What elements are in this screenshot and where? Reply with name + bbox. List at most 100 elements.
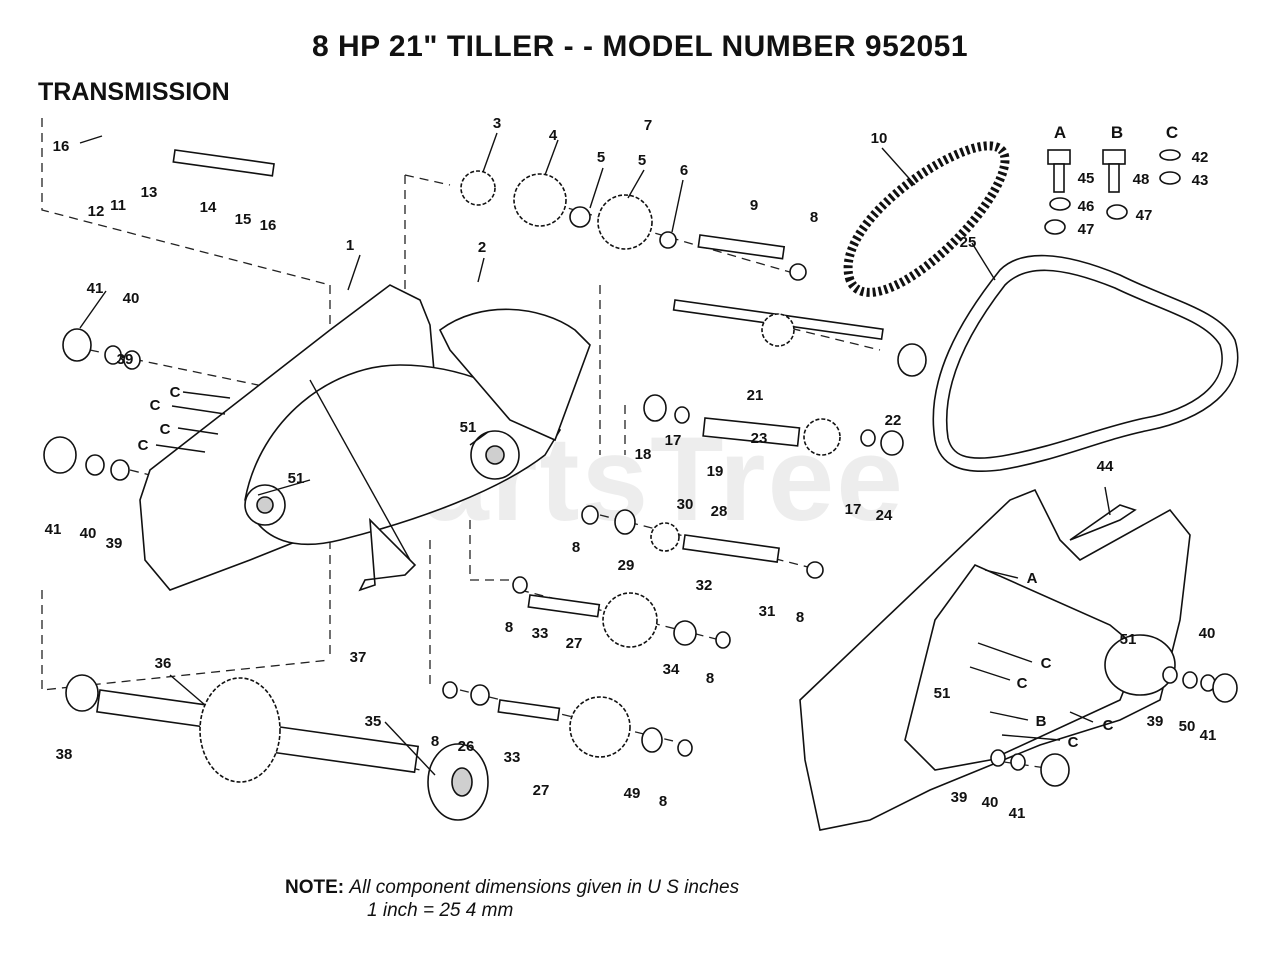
part-callout-41: 41 [1200,727,1217,744]
part-callout-40: 40 [1199,625,1216,642]
part-callout-40: 40 [80,525,97,542]
part-callout-21: 21 [747,387,764,404]
part-callout-16: 16 [260,217,277,234]
part-callout-47: 47 [1078,221,1095,238]
part-callout-14: 14 [200,199,217,216]
part-callout-12: 12 [88,203,105,220]
part-callout-47: 47 [1136,207,1153,224]
arrow-letter-c: C [170,384,181,401]
part-callout-4: 4 [549,127,558,144]
arrow-letter-c: C [1068,734,1079,751]
part-callout-51: 51 [1120,631,1137,648]
part-callout-40: 40 [982,794,999,811]
part-callout-8: 8 [706,670,714,687]
arrow-letter-a: A [1027,570,1038,587]
part-callout-8: 8 [659,793,667,810]
part-callout-40: 40 [123,290,140,307]
hardware-column-a: A [1054,123,1066,142]
part-callout-8: 8 [505,619,513,636]
part-callout-19: 19 [707,463,724,480]
part-callout-13: 13 [141,184,158,201]
part-callout-25: 25 [960,234,977,251]
left-housing [139,284,591,592]
part-callout-33: 33 [504,749,521,766]
part-callout-30: 30 [677,496,694,513]
arrow-letter-b: B [1036,713,1047,730]
part-callout-29: 29 [618,557,635,574]
arrow-letter-c: C [1103,717,1114,734]
part-callout-2: 2 [478,239,486,256]
part-callout-51: 51 [934,685,951,702]
chain-10 [843,141,1010,297]
part-callout-36: 36 [155,655,172,672]
part-callout-23: 23 [751,430,768,447]
part-callout-8: 8 [431,733,439,750]
section-heading: TRANSMISSION [38,78,230,106]
hardware-column-c: C [1166,123,1178,142]
arrow-letter-c: C [150,397,161,414]
part-callout-42: 42 [1192,149,1209,166]
arrow-letter-c: C [1017,675,1028,692]
part-callout-33: 33 [532,625,549,642]
part-callout-37: 37 [350,649,367,666]
part-callout-38: 38 [56,746,73,763]
right-housing [799,488,1191,831]
hardware-bolts [1047,149,1126,193]
hardware-column-b: B [1111,123,1123,142]
part-callout-8: 8 [796,609,804,626]
part-callout-41: 41 [45,521,62,538]
part-callout-1: 1 [346,237,354,254]
part-callout-5: 5 [597,149,605,166]
part-callout-48: 48 [1133,171,1150,188]
part-callout-49: 49 [624,785,641,802]
part-callout-46: 46 [1078,198,1095,215]
part-callout-22: 22 [885,412,902,429]
part-callout-5: 5 [638,152,646,169]
part-callout-6: 6 [680,162,688,179]
gears [199,170,841,821]
note-line-1: All component dimensions given in U S in… [349,877,740,898]
arrow-letter-c: C [160,421,171,438]
part-callout-51: 51 [460,419,477,436]
part-callout-39: 39 [117,351,134,368]
part-callout-24: 24 [876,507,893,524]
part-callout-32: 32 [696,577,713,594]
part-callout-16: 16 [53,138,70,155]
footnote: NOTE: All component dimensions given in … [285,876,740,921]
arrows [155,391,1094,741]
part-callout-41: 41 [1009,805,1026,822]
part-callout-35: 35 [365,713,382,730]
bearings-washers [43,149,1238,787]
part-callout-8: 8 [572,539,580,556]
page-title: 8 HP 21" TILLER - - MODEL NUMBER 952051 [311,30,969,63]
part-callout-39: 39 [1147,713,1164,730]
part-callout-17: 17 [665,432,682,449]
gasket-25 [932,254,1239,472]
note-line-2: 1 inch = 25 4 mm [367,900,514,921]
part-callout-44: 44 [1097,458,1114,475]
part-callout-39: 39 [951,789,968,806]
arrow-letter-c: C [1041,655,1052,672]
leader-lines [79,132,1111,776]
part-callout-18: 18 [635,446,652,463]
part-callout-41: 41 [87,280,104,297]
part-callout-39: 39 [106,535,123,552]
part-callout-27: 27 [533,782,550,799]
part-callout-28: 28 [711,503,728,520]
part-callout-50: 50 [1179,718,1196,735]
part-callout-17: 17 [845,501,862,518]
part-callout-8: 8 [810,209,818,226]
part-callout-26: 26 [458,738,475,755]
part-callout-7: 7 [644,117,652,134]
part-callout-34: 34 [663,661,680,678]
part-callout-43: 43 [1192,172,1209,189]
part-callout-3: 3 [493,115,501,132]
note-label: NOTE: [285,877,345,898]
part-callout-31: 31 [759,603,776,620]
part-callout-15: 15 [235,211,252,228]
part-callout-9: 9 [750,197,758,214]
part-callout-10: 10 [871,130,888,147]
part-callout-11: 11 [110,197,126,214]
part-callout-51: 51 [288,470,305,487]
